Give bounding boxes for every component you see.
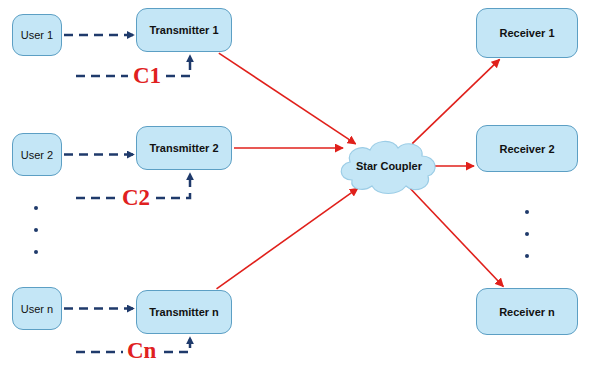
continuation-dots [34,206,529,258]
data-line [64,153,134,156]
optical-link [410,188,503,286]
user-box: User n [12,287,62,330]
receiver-box: Receiver n [476,288,578,335]
user-box: User 1 [12,14,62,56]
node-label: Transmitter 1 [149,24,218,36]
user-box: User 2 [12,133,62,176]
node-label: User 2 [21,149,53,161]
data-line [64,307,134,310]
code-label: Cn [127,339,156,362]
receiver-box: Receiver 1 [476,8,578,58]
node-label: User 1 [21,29,53,41]
transmitter-box: Transmitter 1 [136,8,232,52]
code-label: C1 [133,64,161,87]
code-label: C2 [122,186,150,209]
node-label: Transmitter n [149,306,219,318]
data-line [64,34,134,37]
node-label: Star Coupler [356,160,422,172]
node-label: User n [21,303,53,315]
optical-link [234,147,343,149]
node-label: Receiver 2 [499,143,554,155]
receiver-box: Receiver 2 [476,125,578,172]
transmitter-box: Transmitter n [136,290,232,334]
optical-link [435,165,474,167]
node-label: Transmitter 2 [149,142,218,154]
node-label: Receiver 1 [499,27,554,39]
optical-link [219,53,356,144]
node-label: Receiver n [499,306,555,318]
star-coupler-cloud: Star Coupler [334,136,444,196]
transmitter-box: Transmitter 2 [136,126,232,170]
optical-link [217,188,358,289]
